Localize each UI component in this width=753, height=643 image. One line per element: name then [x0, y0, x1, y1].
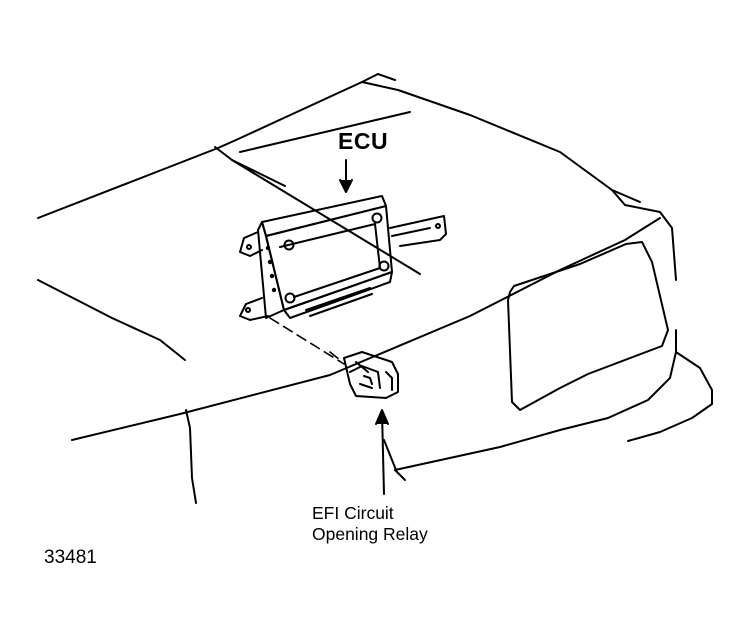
figure-number: 33481 [44, 547, 97, 568]
relay-leader-arrow [375, 409, 389, 495]
vehicle-body [37, 73, 713, 504]
relay-dashed-guide [269, 317, 345, 365]
ecu-label: ECU [338, 128, 389, 154]
relay-label: EFI Circuit Opening Relay [312, 503, 428, 545]
relay-unit [343, 351, 399, 399]
relay-label-line-1: EFI Circuit [312, 503, 394, 523]
ecu-leader-arrow [339, 159, 353, 193]
relay-label-line-2: Opening Relay [312, 524, 428, 544]
ecu-unit [239, 195, 447, 321]
